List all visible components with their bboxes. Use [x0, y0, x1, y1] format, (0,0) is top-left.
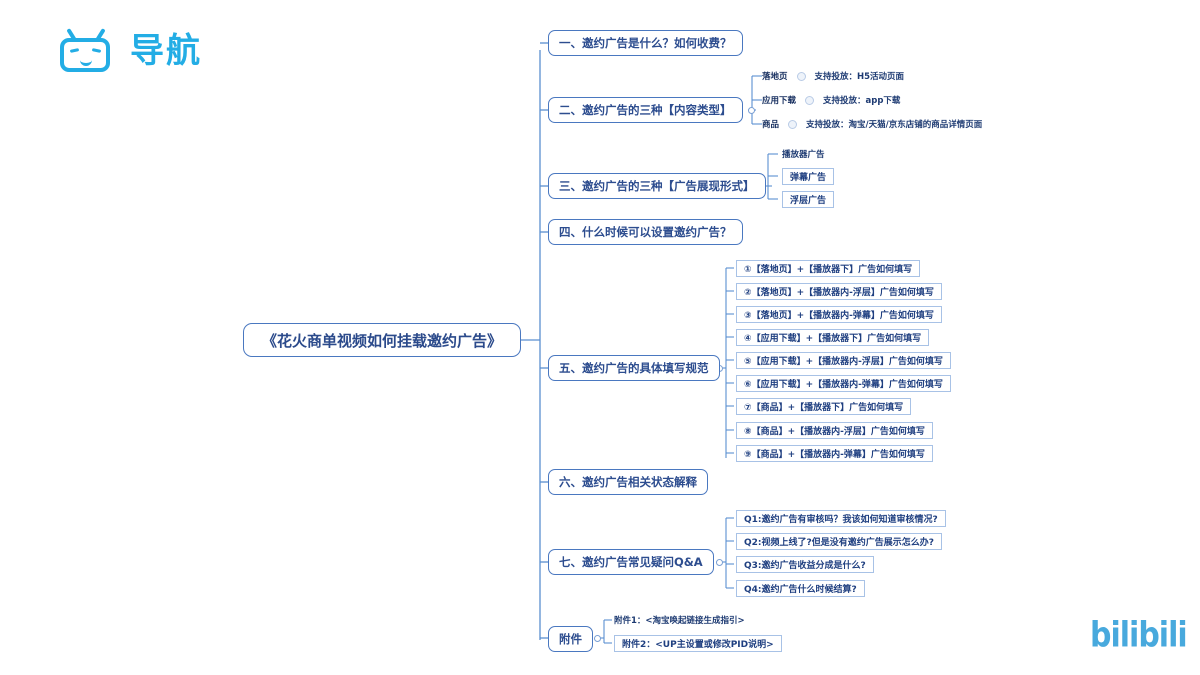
content-type-key: 应用下载 [762, 96, 797, 106]
spec-item[interactable]: ⑨【商品】+【播放器内-弹幕】广告如何填写 [736, 445, 933, 462]
spec-item[interactable]: ③【落地页】+【播放器内-弹幕】广告如何填写 [736, 306, 942, 323]
spec-item[interactable]: ⑥【应用下载】+【播放器内-弹幕】广告如何填写 [736, 375, 951, 392]
spec-item[interactable]: ⑧【商品】+【播放器内-浮层】广告如何填写 [736, 422, 933, 439]
content-type-key: 落地页 [762, 72, 788, 82]
ad-form-item[interactable]: 弹幕广告 [782, 168, 835, 185]
row-dot-icon [788, 119, 798, 129]
bilibili-wordmark: bilibili [1090, 615, 1188, 656]
ad-form-item[interactable]: 播放器广告 [782, 150, 825, 160]
branch-node-7[interactable]: 七、邀约广告常见疑问Q&A [548, 549, 714, 575]
branch-toggle-b2[interactable] [748, 106, 755, 114]
branch-node-3[interactable]: 三、邀约广告的三种【广告展现形式】 [548, 173, 766, 199]
spec-item[interactable]: ②【落地页】+【播放器内-浮层】广告如何填写 [736, 283, 942, 300]
branch-node-6[interactable]: 六、邀约广告相关状态解释 [548, 469, 708, 495]
ad-form-item[interactable]: 浮层广告 [782, 191, 835, 208]
spec-item[interactable]: ⑤【应用下载】+【播放器内-浮层】广告如何填写 [736, 352, 951, 369]
branch-node-4[interactable]: 四、什么时候可以设置邀约广告？ [548, 219, 743, 245]
branch-node-5[interactable]: 五、邀约广告的具体填写规范 [548, 355, 720, 381]
faq-item[interactable]: Q3:邀约广告收益分成是什么? [736, 556, 874, 573]
faq-item[interactable]: Q2:视频上线了?但是没有邀约广告展示怎么办? [736, 533, 942, 550]
bilibili-nav-logo: 导航 [60, 28, 202, 74]
branch-node-1[interactable]: 一、邀约广告是什么？如何收费？ [548, 30, 743, 56]
spec-item[interactable]: ⑦【商品】+【播放器下】广告如何填写 [736, 398, 912, 415]
branch-node-2[interactable]: 二、邀约广告的三种【内容类型】 [548, 97, 743, 123]
branch-node-attachment[interactable]: 附件 [548, 626, 593, 652]
spec-item[interactable]: ①【落地页】+【播放器下】广告如何填写 [736, 260, 921, 277]
content-type-row[interactable]: 应用下载 支持投放：app下载 [762, 93, 900, 107]
row-dot-icon [796, 71, 806, 81]
content-type-row[interactable]: 商品 支持投放：淘宝/天猫/京东店铺的商品详情页面 [762, 117, 982, 131]
root-node[interactable]: 《花火商单视频如何挂载邀约广告》 [243, 323, 521, 357]
content-type-key: 商品 [762, 120, 780, 130]
spec-item[interactable]: ④【应用下载】+【播放器下】广告如何填写 [736, 329, 930, 346]
row-dot-icon [805, 95, 815, 105]
branch-toggle-attachment[interactable] [594, 634, 601, 642]
branch-toggle-b7[interactable] [716, 558, 723, 566]
logo-text: 导航 [130, 31, 202, 71]
attachment-item[interactable]: 附件2：<UP主设置或修改PID说明> [614, 635, 782, 652]
content-type-value: 支持投放：淘宝/天猫/京东店铺的商品详情页面 [806, 120, 983, 130]
content-type-value: 支持投放：app下载 [823, 96, 901, 106]
content-type-row[interactable]: 落地页 支持投放：H5活动页面 [762, 69, 904, 83]
attachment-item[interactable]: 附件1：<淘宝唤起链接生成指引> [614, 616, 745, 626]
content-type-value: 支持投放：H5活动页面 [814, 72, 905, 82]
bilibili-tv-icon [60, 28, 116, 74]
faq-item[interactable]: Q1:邀约广告有审核吗？我该如何知道审核情况? [736, 510, 946, 527]
faq-item[interactable]: Q4:邀约广告什么时候结算? [736, 580, 865, 597]
